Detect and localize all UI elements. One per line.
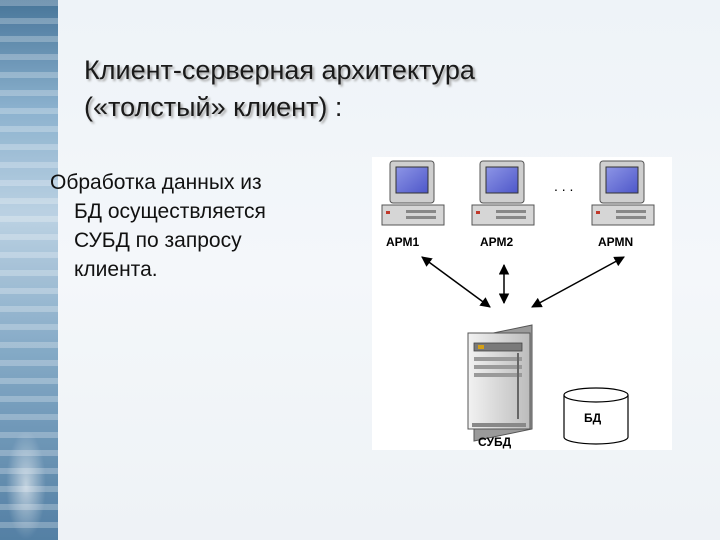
- workstation-label-n: АРМN: [598, 235, 633, 249]
- body-line-2: БД осуществляется: [74, 200, 266, 223]
- database-icon: [563, 387, 629, 445]
- arrow-apm1-server: [421, 256, 491, 308]
- body-line-4: клиента.: [74, 258, 158, 281]
- server-icon: [467, 324, 533, 442]
- decorative-glow: [6, 430, 46, 540]
- computer-icon-1: [381, 160, 445, 226]
- body-line-3: СУБД по запросу: [74, 229, 242, 252]
- workstation-label-1: АРМ1: [386, 235, 420, 249]
- computer-icon-n: [591, 160, 655, 226]
- slide-body-text: Обработка данных из БД осуществляется СУ…: [50, 168, 350, 284]
- workstation-label-2: АРМ2: [480, 235, 514, 249]
- ellipsis-text: . . .: [554, 178, 573, 194]
- database-label: БД: [584, 411, 602, 425]
- architecture-diagram: АРМ1 АРМ2 . . . АРМN: [372, 157, 672, 450]
- title-line-1: Клиент-серверная архитектура: [84, 55, 475, 85]
- server-label: СУБД: [478, 435, 512, 449]
- title-line-2: («толстый» клиент): [84, 92, 328, 122]
- decorative-side-strip: [0, 0, 58, 540]
- arrow-apmn-server: [531, 256, 625, 308]
- body-line-1: Обработка данных из: [50, 171, 262, 194]
- slide-title: Клиент-серверная архитектура («толстый» …: [84, 52, 644, 126]
- title-colon: :: [327, 92, 343, 122]
- computer-icon-2: [471, 160, 535, 226]
